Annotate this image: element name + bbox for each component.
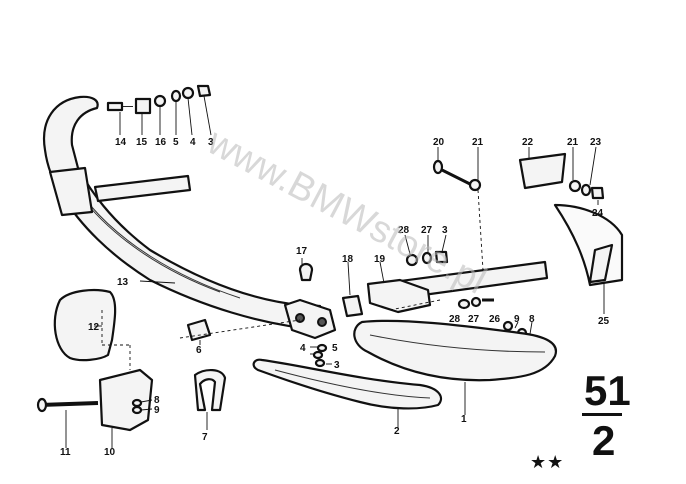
callout-4: 4 [190,137,196,148]
spacer-18 [341,294,364,318]
callout-27: 27 [421,225,433,236]
callout-18: 18 [342,254,354,265]
nut-9 [502,320,514,332]
washer-27b [470,296,482,308]
washer-27a [421,251,433,265]
watermark-text: www.BMWstore.pl [200,120,493,302]
callout-24: 24 [592,208,604,219]
callout-21-right: 21 [567,137,579,148]
washer-8b [131,398,143,408]
callout-17: 17 [296,246,308,257]
bolt-11 [36,397,48,413]
callout-1: 1 [461,414,467,425]
callout-7: 7 [202,432,208,443]
group-number-major: 51 [584,367,631,414]
callout-19: 19 [374,254,386,265]
bracket-10 [98,368,154,432]
callout-2: 2 [394,426,400,437]
bolt-20 [432,159,444,175]
rubber-buffer-17 [298,262,314,282]
buffer-6 [186,318,212,342]
washer-28b [457,298,471,310]
washer-21b [568,179,582,193]
callout-20: 20 [433,137,445,148]
callout-3-upper: 3 [442,225,448,236]
callout-3: 3 [208,137,214,148]
nut-24 [590,186,605,200]
corner-bracket-25 [588,243,614,284]
mount-bracket-19 [366,278,432,314]
callout-6: 6 [196,345,202,356]
corner-bumper-1 [353,319,558,382]
rubber-strip-2 [252,358,443,410]
callout-25: 25 [598,316,610,327]
callout-23: 23 [590,137,602,148]
callout-13: 13 [117,277,129,288]
callout-8: 8 [529,314,535,325]
callout-14: 14 [115,137,127,148]
nut-3c [314,358,326,368]
washer-21a [468,178,482,192]
clamp-bolt [295,313,305,323]
bracket-22 [518,152,567,190]
callout-10: 10 [104,447,116,458]
callout-15: 15 [136,137,148,148]
group-number-divider [582,413,622,416]
nut-9b [131,405,143,415]
callout-9: 9 [514,314,520,325]
washer-4b [312,350,324,360]
class-marker-stars: ★★ [530,452,565,473]
nut-3a [434,250,449,264]
callout-9-left: 9 [154,405,160,416]
callout-labels: 14 15 16 5 4 3 20 21 22 21 23 24 17 18 1… [60,137,610,458]
callout-11: 11 [60,447,71,458]
callout-3-centre: 3 [334,360,340,371]
callout-26: 26 [489,314,501,325]
washer-5b [316,343,328,353]
callout-27-lower: 27 [468,314,480,325]
mounting-arm [93,174,192,203]
callout-22: 22 [522,137,534,148]
callout-5-centre: 5 [332,343,338,354]
callout-5: 5 [173,137,179,148]
callout-8-left: 8 [154,395,160,406]
callout-16: 16 [155,137,167,148]
callout-4-centre: 4 [300,343,306,354]
clamp-bolt-2 [317,317,327,327]
washer-23 [580,183,592,197]
bar-clamp [283,298,337,340]
callout-28-lower: 28 [449,314,461,325]
top-hardware [106,84,212,115]
clip-7 [193,369,227,412]
group-number-minor: 2 [592,417,616,464]
callout-21: 21 [472,137,484,148]
overrider-12 [53,289,117,362]
callout-28: 28 [398,225,410,236]
callout-12: 12 [88,322,100,333]
washer-28a [405,253,419,267]
leader-lines [65,95,605,448]
